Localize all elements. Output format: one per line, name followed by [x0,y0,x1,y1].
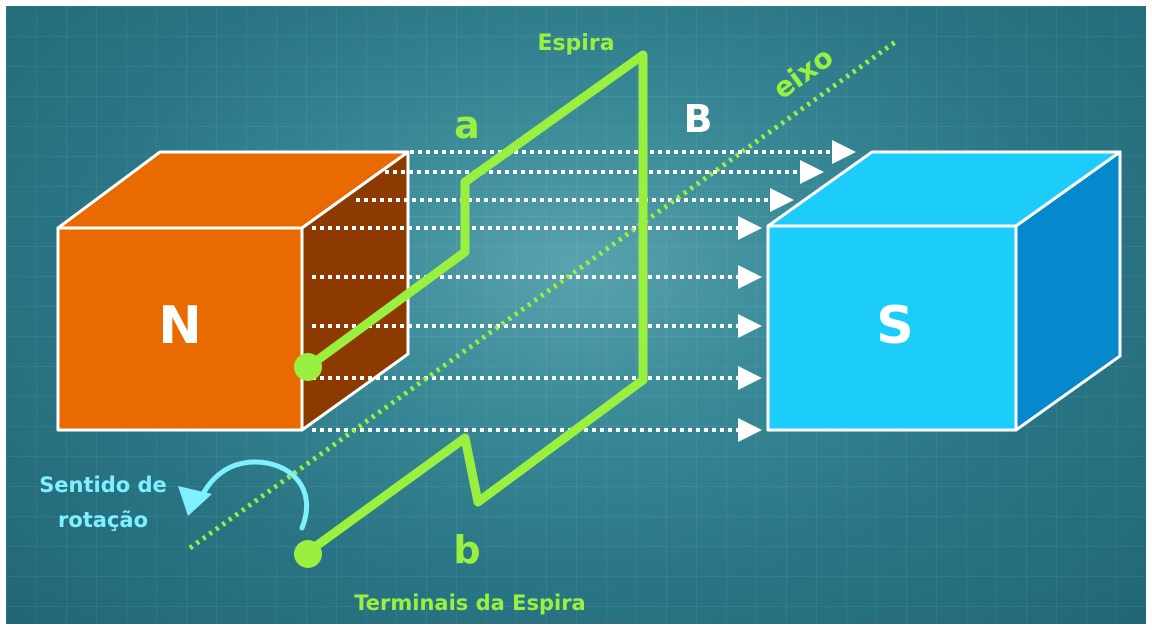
field-line-arrowhead [738,366,762,390]
south-magnet-front [766,224,1018,432]
field-line-arrowhead [738,265,762,289]
point-a-label: a [454,103,480,147]
terminals-label: Terminais da Espira [354,591,585,615]
field-line-arrowhead [738,418,762,442]
wire-loop [303,50,648,557]
field-line-arrowhead [832,140,856,164]
point-b-label: b [453,528,480,572]
north-magnet: N [56,150,410,432]
north-pole-label: N [158,296,202,356]
north-magnet-front [56,226,304,432]
field-label: B [684,97,713,141]
wire-loop-upper-path [303,50,648,557]
field-line-arrowhead [738,314,762,338]
rotation-axis [188,37,900,551]
rotation-label-line2: rotação [58,508,148,532]
terminal-b-dot [294,540,322,568]
terminal-a-dot [294,353,322,381]
rotation-arrow-head [178,486,212,516]
field-line-arrowhead [738,216,762,240]
field-line-arrowhead [770,188,794,212]
field-line-arrowhead [800,160,824,184]
rotation-arrow [197,459,310,531]
magnetic-field-lines [312,140,856,442]
axis-label: eixo [767,40,840,105]
rotation-label-line1: Sentido de [39,473,167,497]
south-pole-label: S [876,296,913,356]
south-magnet: S [766,150,1122,432]
loop-label: Espira [537,31,614,56]
